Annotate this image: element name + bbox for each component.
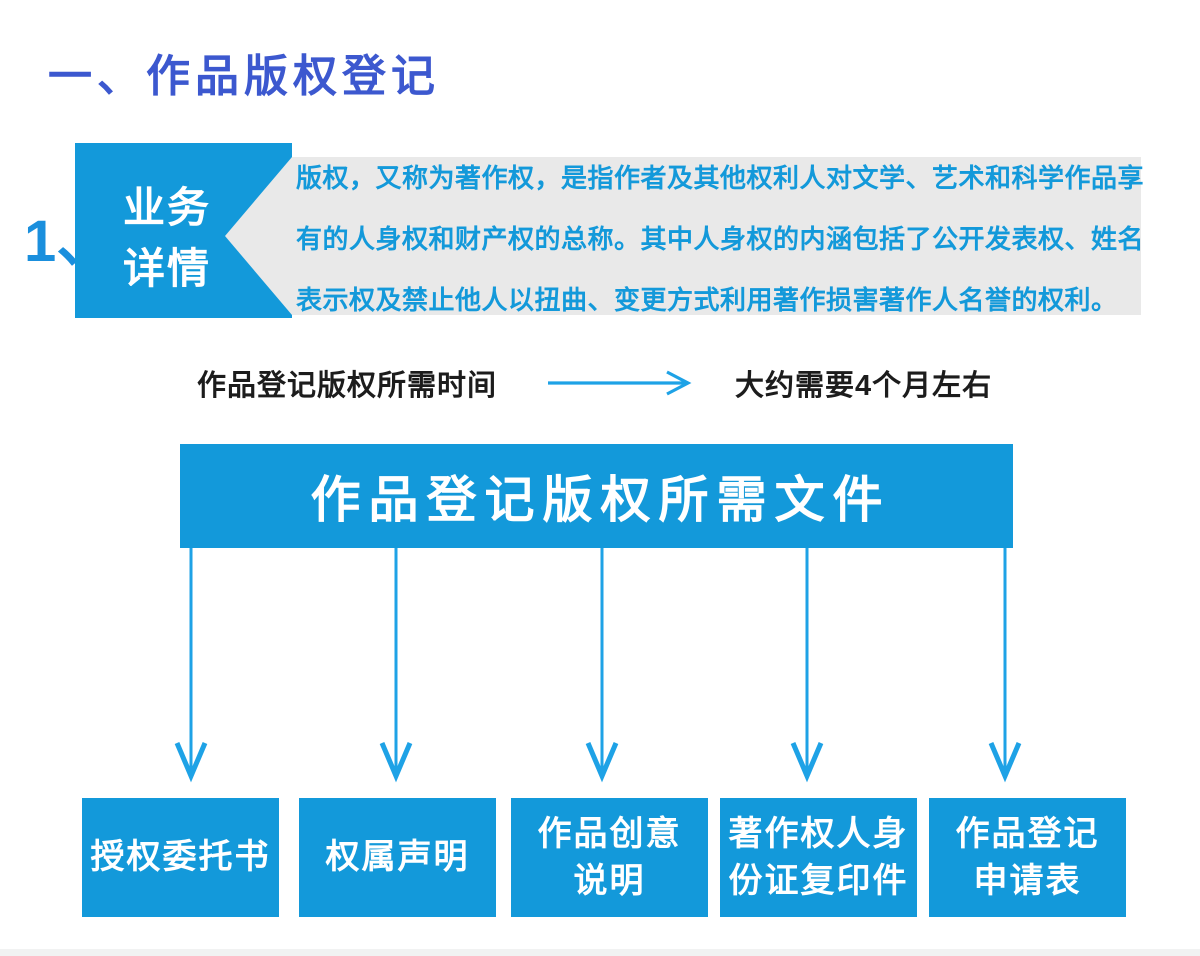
callout-paragraph: 版权，又称为著作权，是指作者及其他权利人对文学、艺术和科学作品享有的人身权和财产… [296, 148, 1145, 331]
down-arrow-icon [790, 548, 824, 783]
document-box-line: 说明 [573, 861, 646, 900]
callout-paragraph-line: 有的人身权和财产权的总称。其中人身权的内涵包括了公开发表权、姓名 [296, 224, 1145, 254]
callout-notch-shape [225, 157, 292, 315]
down-arrow-icon [585, 548, 619, 783]
document-box-line: 授权委托书 [90, 838, 271, 876]
down-arrow-icon [174, 548, 208, 783]
document-box-line: 申请表 [973, 861, 1082, 900]
duration-label: 作品登记版权所需时间 [197, 370, 498, 402]
document-box: 权属声明 [299, 798, 496, 917]
callout-paragraph-line: 表示权及禁止他人以扭曲、变更方式利用著作损害著作人名誉的权利。 [296, 285, 1118, 315]
footer-strip [0, 949, 1200, 956]
right-arrow-icon [548, 370, 692, 396]
document-box: 作品创意说明 [511, 798, 708, 917]
document-box-line: 作品创意 [537, 814, 682, 853]
document-box: 授权委托书 [82, 798, 279, 917]
callout-paragraph-line: 版权，又称为著作权，是指作者及其他权利人对文学、艺术和科学作品享 [296, 163, 1145, 193]
document-box-line: 作品登记 [955, 814, 1100, 853]
business-detail-label-line2: 详情 [122, 244, 211, 292]
document-box-line: 份证复印件 [728, 861, 909, 900]
document-box: 作品登记申请表 [929, 798, 1126, 917]
document-box-line: 权属声明 [325, 838, 470, 876]
page-title: 一、作品版权登记 [48, 52, 440, 101]
copyright-description-panel: 版权，又称为著作权，是指作者及其他权利人对文学、艺术和科学作品享有的人身权和财产… [292, 157, 1144, 315]
document-box-line: 著作权人身 [728, 814, 909, 853]
document-box: 著作权人身份证复印件 [720, 798, 917, 917]
documents-banner: 作品登记版权所需文件 [180, 444, 1013, 548]
down-arrow-icon [988, 548, 1022, 783]
down-arrow-icon [379, 548, 413, 783]
business-detail-label-line1: 业务 [122, 183, 211, 231]
duration-value: 大约需要4个月左右 [735, 370, 993, 402]
connector-arrows [174, 548, 1022, 783]
